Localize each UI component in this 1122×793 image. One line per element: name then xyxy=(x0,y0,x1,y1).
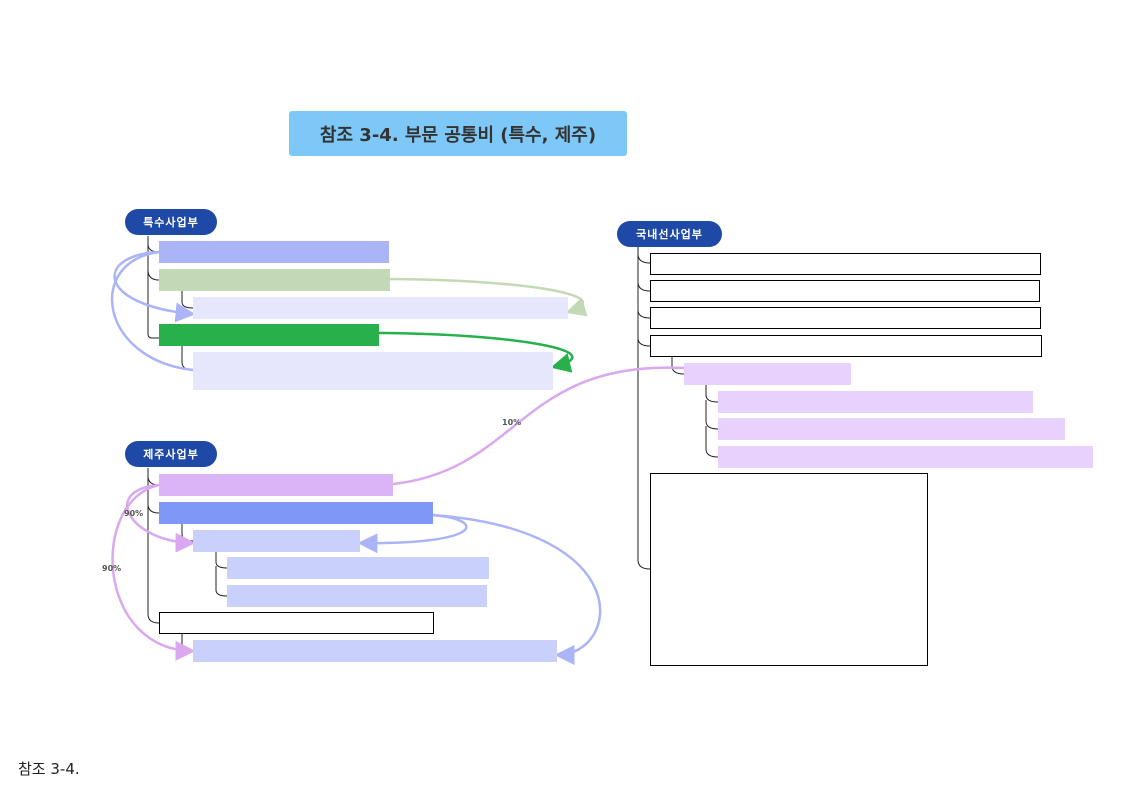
domestic-bar-4 xyxy=(650,335,1042,357)
domestic-bar-6 xyxy=(718,391,1033,413)
diagram-title: 참조 3-4. 부문 공통비 (특수, 제주) xyxy=(289,111,627,156)
special-arrow-2 xyxy=(110,250,194,372)
jeju-arrow-a xyxy=(126,483,196,553)
domestic-bar-2 xyxy=(650,280,1040,302)
domestic-bar-7 xyxy=(718,418,1065,440)
special-bar-4 xyxy=(159,324,379,346)
special-arrow-green xyxy=(378,331,574,373)
jeju-bar-1 xyxy=(159,474,393,496)
jeju-bar-5 xyxy=(227,585,487,607)
jeju-arrow-to-domestic xyxy=(392,366,685,486)
domestic-tree-lines xyxy=(637,245,719,570)
special-bar-2 xyxy=(159,269,390,291)
domestic-bar-8 xyxy=(718,446,1093,468)
special-bar-3 xyxy=(193,297,568,319)
domestic-bar-1 xyxy=(650,253,1041,275)
special-bar-5 xyxy=(193,352,553,390)
jeju-bar-6 xyxy=(159,612,434,634)
pct-label-to-domestic: 10% xyxy=(502,418,521,427)
domestic-box-large xyxy=(650,473,928,666)
group-pill-domestic: 국내선사업부 xyxy=(617,221,722,247)
domestic-bar-3 xyxy=(650,307,1041,329)
jeju-bar-7 xyxy=(193,640,557,662)
jeju-bar-3 xyxy=(193,530,360,552)
special-arrow-green-light xyxy=(388,277,588,317)
special-bar-1 xyxy=(159,241,389,263)
pct-label-jeju-a: 90% xyxy=(124,509,143,518)
jeju-arrow-d xyxy=(431,513,602,665)
pct-label-jeju-b: 90% xyxy=(102,564,121,573)
jeju-arrow-b xyxy=(111,483,196,661)
group-pill-special: 특수사업부 xyxy=(125,209,217,235)
figure-caption: 참조 3-4. xyxy=(18,760,80,778)
jeju-bar-2 xyxy=(159,502,433,524)
jeju-bar-4 xyxy=(227,557,489,579)
group-pill-jeju: 제주사업부 xyxy=(125,441,217,467)
domestic-bar-5 xyxy=(684,363,851,385)
